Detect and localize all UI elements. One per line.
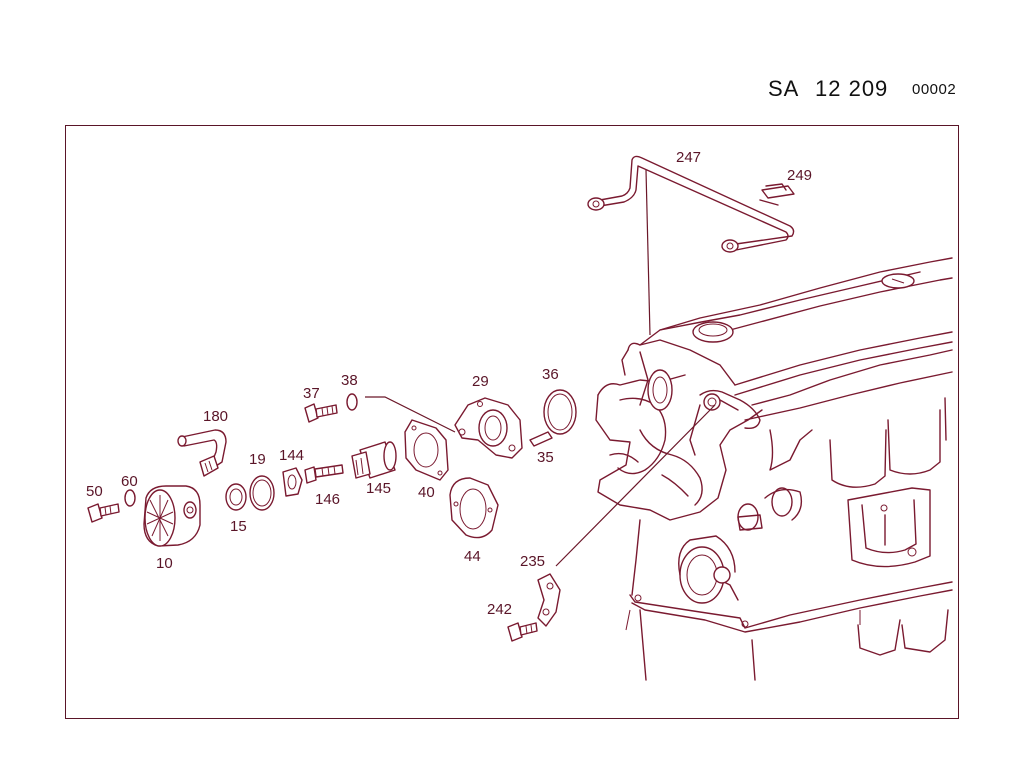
part-50-bolt: [87, 503, 120, 523]
part-242-bolt: [507, 622, 538, 642]
part-146-bolt: [304, 464, 344, 484]
engine-block: [595, 257, 953, 681]
part-label-146: 146: [315, 491, 340, 508]
part-label-36: 36: [542, 366, 559, 383]
part-label-144: 144: [279, 447, 304, 464]
leader-38: [365, 396, 456, 433]
part-38-washer: [346, 393, 358, 411]
part-145-pipe: [351, 441, 397, 479]
part-35-pin: [529, 431, 553, 447]
part-249-clip: [761, 183, 795, 199]
part-label-60: 60: [121, 473, 138, 490]
part-label-19: 19: [249, 451, 266, 468]
part-label-180: 180: [203, 408, 228, 425]
part-180-hose: [177, 429, 227, 477]
diagram-group-prefix: SA: [768, 76, 800, 101]
diagram-group-number: 12 209: [815, 76, 889, 101]
part-label-44: 44: [464, 548, 481, 565]
leader-235: [555, 404, 716, 567]
part-label-29: 29: [472, 373, 489, 390]
part-label-50: 50: [86, 483, 103, 500]
part-label-235: 235: [520, 553, 545, 570]
part-37-bolt: [304, 403, 338, 423]
part-19-o-ring: [249, 475, 275, 511]
part-label-38: 38: [341, 372, 358, 389]
part-29-housing: [454, 397, 523, 459]
part-label-40: 40: [418, 484, 435, 501]
part-60-washer: [124, 489, 136, 507]
part-label-15: 15: [230, 518, 247, 535]
part-247-pipe: [587, 155, 795, 336]
part-144-flange: [282, 467, 303, 497]
diagram-sheet-code: 00002: [912, 81, 957, 98]
part-label-249: 249: [787, 167, 812, 184]
part-10-water-pump: [143, 485, 201, 547]
part-235-bracket: [537, 573, 561, 627]
part-label-35: 35: [537, 449, 554, 466]
part-40-gasket: [404, 419, 449, 481]
part-44-gasket: [449, 477, 499, 539]
part-36-o-ring: [543, 389, 577, 435]
part-label-242: 242: [487, 601, 512, 618]
part-15-seal: [225, 483, 247, 511]
part-label-37: 37: [303, 385, 320, 402]
part-label-247: 247: [676, 149, 701, 166]
part-label-145: 145: [366, 480, 391, 497]
part-label-10: 10: [156, 555, 173, 572]
diagram-frame: [65, 125, 959, 719]
